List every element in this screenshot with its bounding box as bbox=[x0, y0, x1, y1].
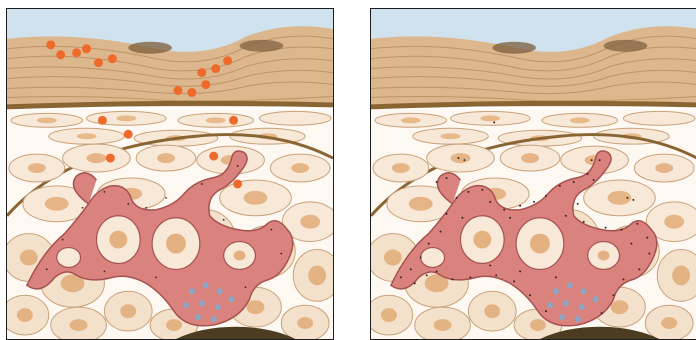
dark-spot bbox=[492, 42, 536, 54]
panel-left-illustration bbox=[7, 9, 333, 339]
dark-spot bbox=[240, 40, 284, 52]
panel-right-illustration bbox=[371, 9, 696, 339]
dark-spot bbox=[128, 42, 172, 54]
panel-left bbox=[6, 8, 334, 340]
panel-right bbox=[370, 8, 696, 340]
dark-spot bbox=[604, 40, 648, 52]
